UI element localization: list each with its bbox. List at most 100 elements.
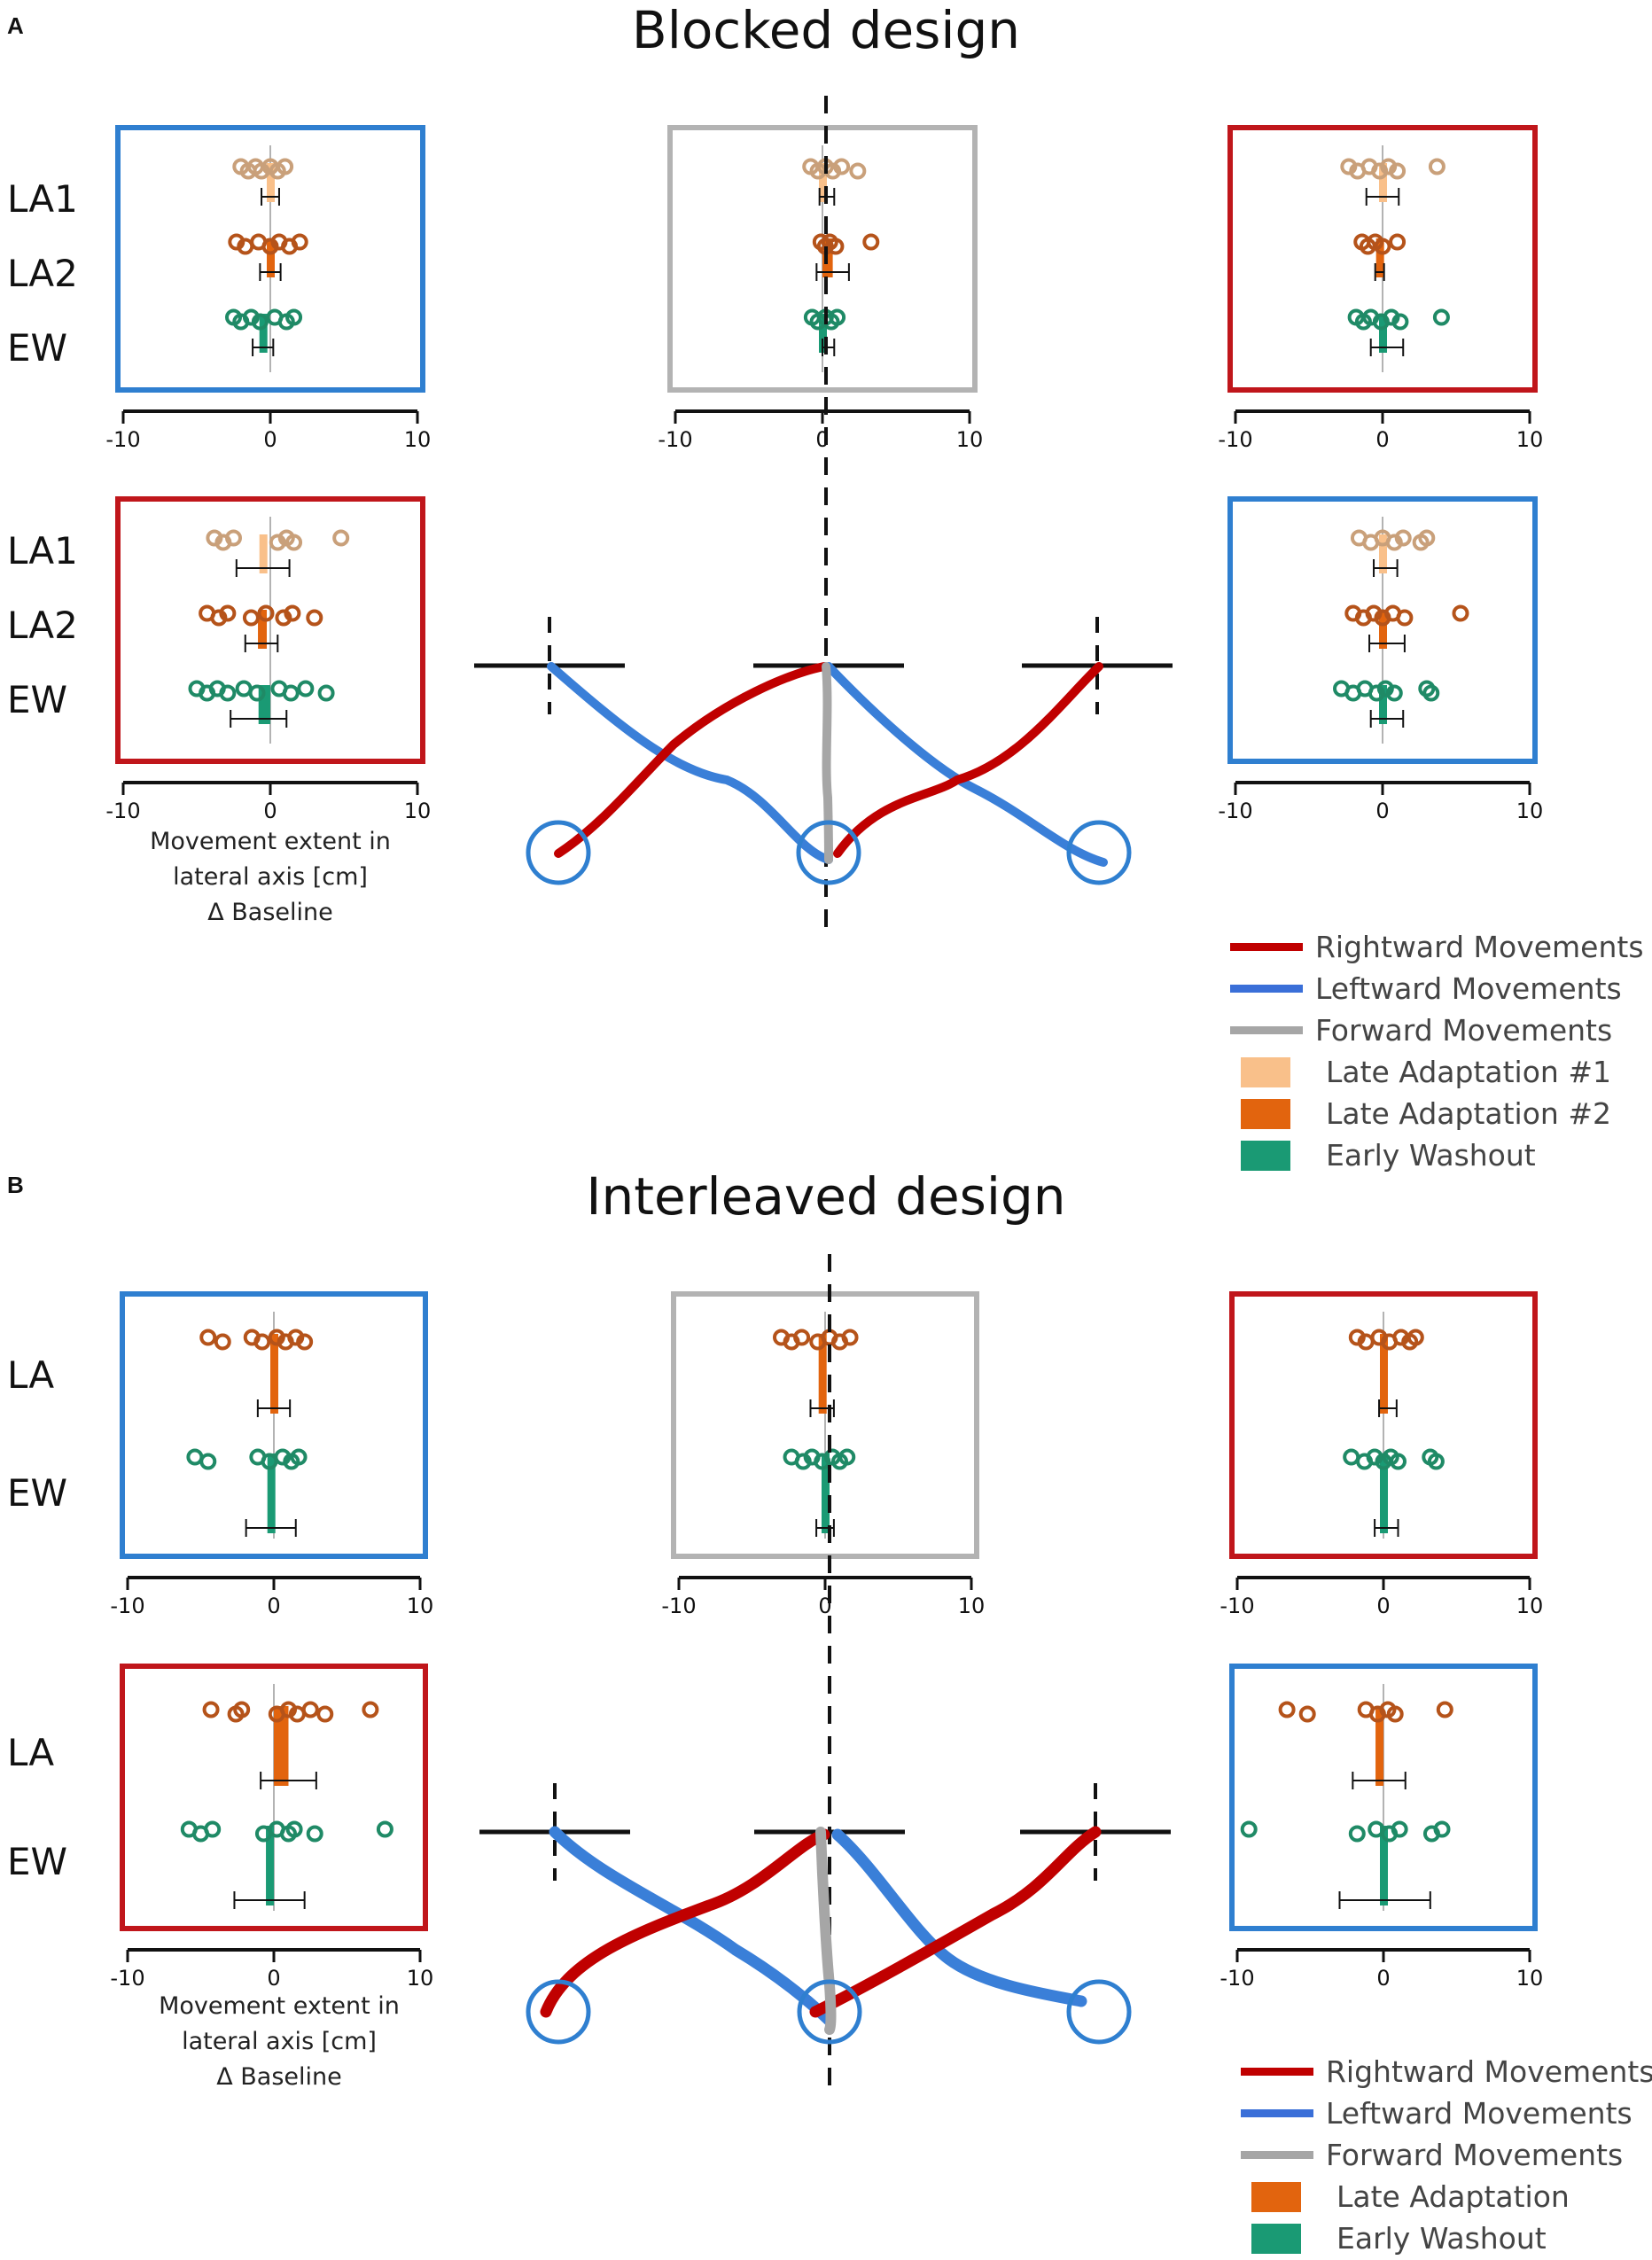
data-point xyxy=(235,680,253,697)
data-point xyxy=(1391,1820,1408,1838)
data-point xyxy=(1436,1701,1453,1718)
start-circle xyxy=(797,1979,862,2045)
x-axis-tick-label: -10 xyxy=(105,427,140,452)
data-point xyxy=(317,684,335,702)
start-circle xyxy=(1066,1979,1132,2045)
data-point xyxy=(291,233,308,251)
data-point xyxy=(1391,313,1409,331)
legend-item: Leftward Movements xyxy=(1230,968,1644,1009)
legend-label: Rightward Movements xyxy=(1326,2054,1652,2089)
plot-frame xyxy=(115,496,425,764)
panel-letter-b: B xyxy=(7,1172,24,1198)
legend-label: Early Washout xyxy=(1336,2221,1547,2256)
x-axis-tick-label: 0 xyxy=(263,427,277,452)
bar-ew xyxy=(822,1453,830,1533)
legend-item: Late Adaptation xyxy=(1241,2176,1652,2217)
start-circle xyxy=(1066,820,1132,885)
x-axis-tick-label: 10 xyxy=(1516,1966,1544,1991)
x-axis-tick-label: 10 xyxy=(404,427,432,452)
data-point xyxy=(862,233,880,251)
legend-box-swatch xyxy=(1241,1098,1290,1129)
data-point xyxy=(1390,1453,1407,1470)
rightward-trajectory xyxy=(809,1826,1102,2018)
data-point xyxy=(1385,684,1403,702)
data-point xyxy=(1422,684,1440,702)
x-axis-label: Movement extent in lateral axis [cm] Δ B… xyxy=(115,824,425,931)
data-point xyxy=(257,604,275,622)
data-point xyxy=(1240,1820,1258,1838)
data-point xyxy=(225,529,242,547)
data-point xyxy=(296,1333,314,1351)
row-label-la: LA xyxy=(7,1353,55,1397)
data-point xyxy=(284,604,301,622)
data-point xyxy=(214,1333,231,1351)
x-axis-label-line2: lateral axis [cm] xyxy=(173,863,368,891)
plot-frame xyxy=(1227,496,1538,764)
legend-line-swatch xyxy=(1241,2109,1313,2117)
row-label-la2: LA2 xyxy=(7,252,78,295)
data-point xyxy=(849,162,867,180)
start-circle xyxy=(526,1979,591,2045)
bar-la1 xyxy=(267,163,275,202)
plot-frame xyxy=(120,1664,428,1931)
legend-label: Leftward Movements xyxy=(1326,2096,1633,2131)
row-label-ew: EW xyxy=(7,678,68,721)
bar-la2 xyxy=(267,238,275,277)
forward-trajectory xyxy=(822,662,833,864)
legend-box-swatch xyxy=(1241,1056,1290,1087)
bar-la1 xyxy=(1379,534,1387,573)
leftward-trajectory xyxy=(824,662,1108,867)
legend-line-swatch xyxy=(1230,985,1303,993)
data-point xyxy=(838,1448,856,1466)
x-axis-tick-label: -10 xyxy=(105,799,140,823)
data-point xyxy=(1452,604,1469,622)
data-point xyxy=(1432,308,1450,326)
bar-ew xyxy=(266,1826,275,1905)
data-point xyxy=(301,1701,319,1718)
forward-trajectory xyxy=(815,1827,837,2035)
x-axis-tick-label: -10 xyxy=(661,1594,696,1618)
data-point xyxy=(1396,609,1414,627)
data-point xyxy=(1389,233,1407,251)
bar-la1 xyxy=(259,534,268,573)
bar-la xyxy=(274,1706,289,1786)
scatter-plot: -10 0 10 xyxy=(105,125,432,452)
x-axis-tick-label: 10 xyxy=(407,1594,434,1618)
x-axis-label-line1: Movement extent in xyxy=(150,828,391,855)
plot-frame xyxy=(1227,125,1538,393)
plot-frame xyxy=(1229,1664,1538,1931)
bar-ew xyxy=(258,685,270,724)
data-point xyxy=(1298,1705,1316,1723)
data-point xyxy=(297,680,315,697)
row-label-la: LA xyxy=(7,1731,55,1774)
x-axis-tick-label: -10 xyxy=(1218,427,1252,452)
bar-la2 xyxy=(258,610,267,649)
bar-ew xyxy=(819,314,827,353)
x-axis-tick-label: 10 xyxy=(404,799,432,823)
x-axis-tick-label: 0 xyxy=(1376,1594,1390,1618)
legend-box-swatch xyxy=(1251,2223,1301,2254)
data-point xyxy=(1343,1448,1360,1466)
x-axis-tick-label: 0 xyxy=(1375,799,1389,823)
legend-label: Forward Movements xyxy=(1326,2138,1624,2172)
legend-line-swatch xyxy=(1230,943,1303,951)
x-axis-label: Movement extent in lateral axis [cm] Δ B… xyxy=(124,1989,434,2095)
row-label-la1: LA1 xyxy=(7,177,78,221)
data-point xyxy=(376,1820,394,1838)
x-axis-label-line1: Movement extent in xyxy=(159,1992,400,2020)
bar-la1 xyxy=(1379,163,1387,202)
data-point xyxy=(253,1333,271,1351)
bar-ew xyxy=(1380,1453,1388,1533)
data-point xyxy=(277,158,294,175)
data-point xyxy=(290,1448,308,1466)
x-axis-tick-label: 0 xyxy=(1375,427,1389,452)
x-axis-tick-label: 0 xyxy=(267,1594,280,1618)
row-label-la2: LA2 xyxy=(7,604,78,647)
x-axis-label-line3: Δ Baseline xyxy=(207,899,333,926)
legend-item: Rightward Movements xyxy=(1230,926,1644,968)
data-point xyxy=(199,1453,217,1470)
data-point xyxy=(1389,162,1407,180)
